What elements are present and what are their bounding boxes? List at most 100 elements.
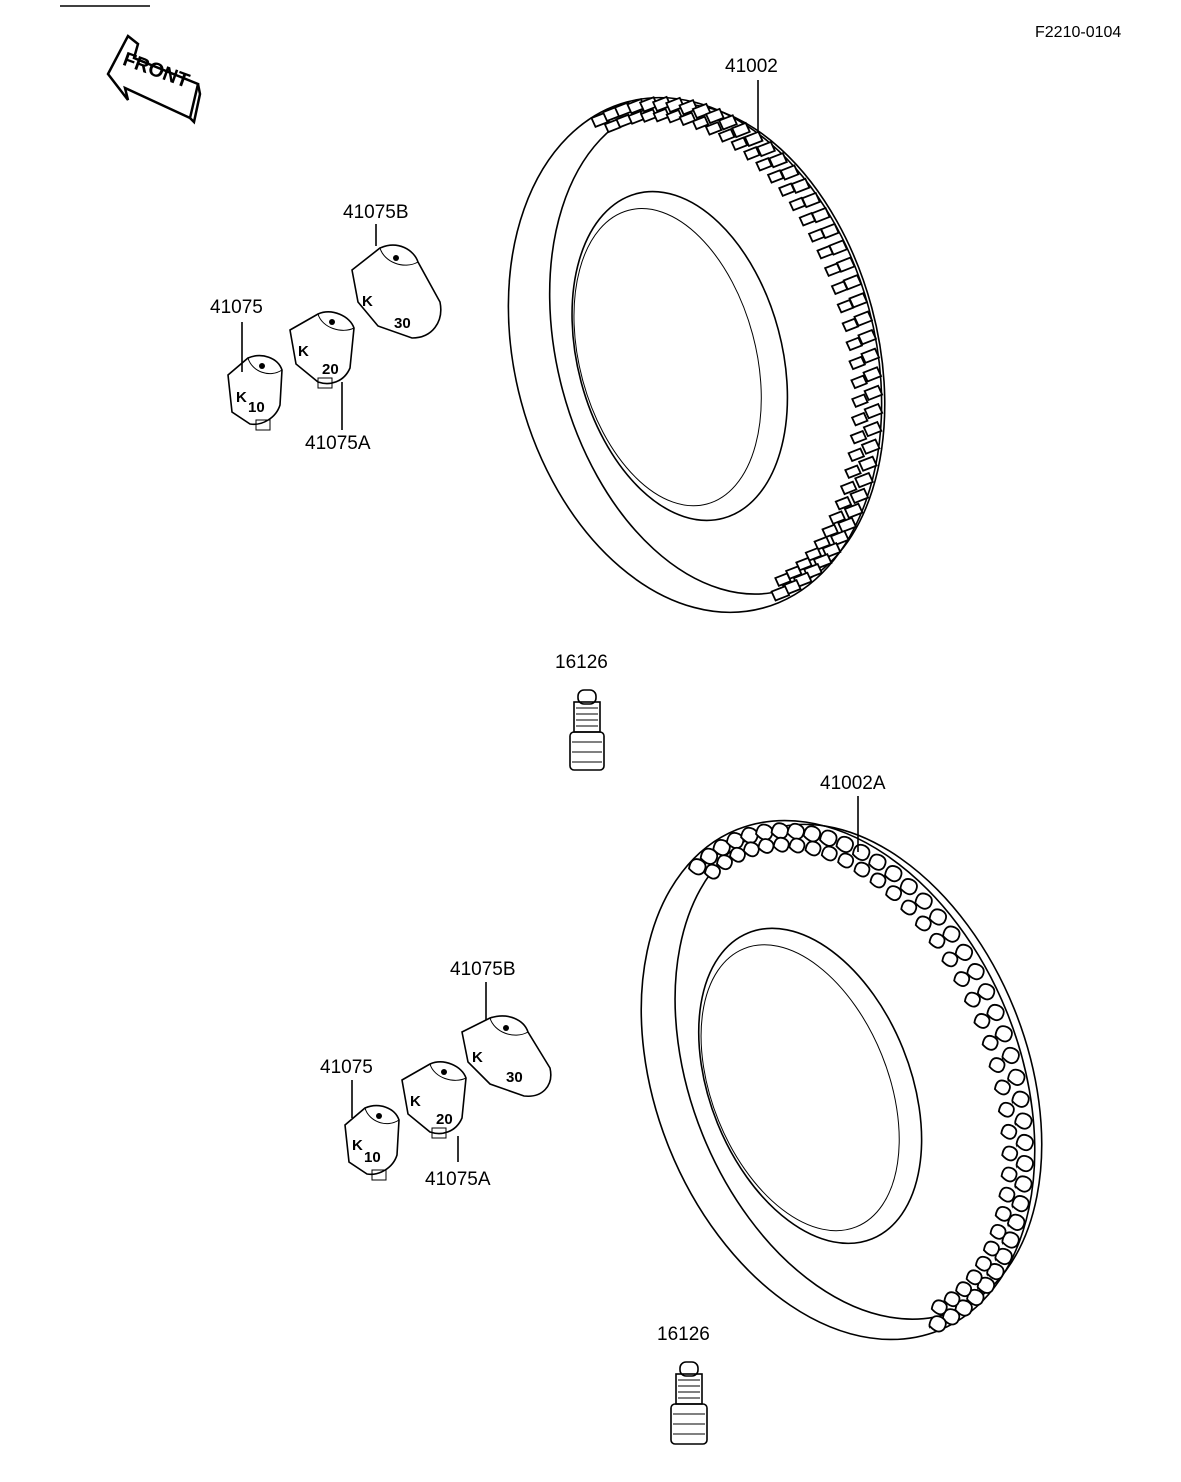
weight-brand: K <box>472 1049 483 1066</box>
tread-block <box>774 572 792 587</box>
tread-block <box>834 495 853 511</box>
tread-block <box>955 1281 973 1298</box>
tread-block <box>848 355 867 371</box>
rear-tire: 41002A <box>640 773 1043 1341</box>
tread-block <box>1014 1175 1033 1193</box>
tread-block <box>914 892 933 910</box>
tread-block <box>1007 1068 1026 1086</box>
tread-block <box>981 1034 999 1051</box>
weight-brand: K <box>298 343 309 360</box>
tread-block <box>829 529 850 547</box>
weight-30-front: K 30 <box>351 244 442 339</box>
tread-block <box>704 121 723 136</box>
weight-mark-30: 30 <box>506 1069 523 1086</box>
tread-block <box>928 1315 947 1333</box>
tread-block <box>899 878 918 896</box>
tread-block <box>868 853 887 871</box>
tread-block <box>998 1186 1016 1203</box>
label-41075a-rear: 41075A <box>425 1169 491 1190</box>
tread-block <box>716 854 733 871</box>
label-41075b-front: 41075B <box>343 202 409 223</box>
tread-block <box>778 182 796 198</box>
tread-block <box>973 1013 991 1029</box>
tread-block <box>850 411 869 427</box>
tread-block <box>820 845 838 862</box>
tread-block <box>755 156 773 172</box>
tread-block <box>997 1101 1015 1118</box>
tread-block <box>954 943 974 961</box>
tread-block <box>704 107 725 125</box>
tread-block <box>835 835 854 854</box>
tread-block <box>821 523 840 539</box>
tread-block <box>994 1205 1012 1222</box>
label-41075b-rear: 41075B <box>450 959 516 980</box>
tread-block <box>1014 1112 1033 1130</box>
front-tire-tread <box>590 95 884 602</box>
tread-block <box>989 1223 1007 1240</box>
tread-block <box>839 480 858 496</box>
tread-block <box>788 196 807 212</box>
tread-block <box>1015 1133 1034 1152</box>
tread-block <box>847 447 866 463</box>
tread-block <box>869 872 887 889</box>
tread-block <box>770 585 791 602</box>
tread-block <box>830 280 849 296</box>
front-weights: K 10 K 20 K 30 41075 41075A 41075B <box>210 202 442 454</box>
tread-block <box>766 169 785 184</box>
tread-block <box>986 1003 1005 1022</box>
weight-brand: K <box>352 1137 363 1154</box>
tread-block <box>1006 1213 1026 1231</box>
tread-block <box>853 861 871 878</box>
tread-block <box>837 516 858 534</box>
weight-10-front: K 10 <box>227 354 283 431</box>
tread-block <box>863 384 884 402</box>
valve-front: 16126 <box>555 652 608 771</box>
tread-block <box>843 502 864 520</box>
tread-block <box>1001 1145 1019 1162</box>
tread-block <box>849 429 868 445</box>
weight-10-rear: K 10 <box>344 1104 400 1181</box>
rear-weights: K 10 K 20 K 30 41075 41075A 41075B <box>320 959 552 1190</box>
tread-block <box>717 128 736 143</box>
tread-block <box>1011 1090 1030 1108</box>
tread-block <box>772 836 790 853</box>
tread-block <box>857 328 878 346</box>
weight-mark-10: 10 <box>364 1149 381 1166</box>
tread-block <box>836 298 855 314</box>
tread-block <box>885 885 903 902</box>
tread-block <box>966 963 985 981</box>
tread-block <box>743 130 764 148</box>
tread-block <box>941 951 959 968</box>
tread-block <box>982 1240 1000 1257</box>
tread-block <box>862 420 883 438</box>
tread-block <box>1011 1195 1030 1213</box>
label-41075-front: 41075 <box>210 297 263 318</box>
label-16126-rear: 16126 <box>657 1324 710 1345</box>
tread-block <box>928 932 946 949</box>
tread-block <box>884 865 903 883</box>
tread-block <box>942 925 961 943</box>
tread-block <box>850 374 868 390</box>
label-16126-front: 16126 <box>555 652 608 673</box>
label-41075-rear: 41075 <box>320 1057 373 1078</box>
tread-block <box>841 317 860 333</box>
front-arrow-icon: FRONT <box>106 34 202 125</box>
tread-block <box>928 908 948 926</box>
label-41002: 41002 <box>725 56 778 77</box>
weight-mark-10: 10 <box>248 399 265 416</box>
tread-block <box>788 837 806 854</box>
tread-block <box>704 863 721 880</box>
tread-block <box>854 471 875 489</box>
tread-block <box>860 438 881 455</box>
tread-block <box>1001 1046 1020 1065</box>
front-tire: 41002 <box>507 56 886 614</box>
tread-block <box>816 244 835 260</box>
tread-block <box>988 1057 1006 1073</box>
tread-block <box>845 336 864 352</box>
tread-block <box>807 228 826 243</box>
tread-block <box>730 121 751 139</box>
tread-block <box>930 1299 948 1316</box>
tread-block <box>900 899 918 916</box>
